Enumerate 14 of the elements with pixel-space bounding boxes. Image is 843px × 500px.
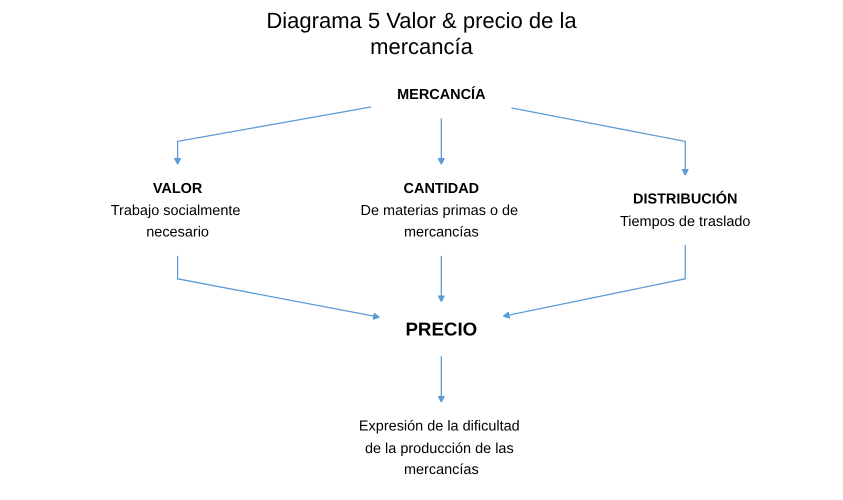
arrow xyxy=(438,356,446,403)
diagram-title: Diagrama 5 Valor & precio de la mercancía xyxy=(265,8,578,60)
arrow xyxy=(174,106,372,166)
node-text: Expresión de la dificultad de la producción de las mercancías xyxy=(358,418,520,478)
node-text: DISTRIBUCIÓN Tiempos de traslado xyxy=(620,190,750,229)
node-text: CANTIDAD De materias primas o de mercancías xyxy=(360,180,518,240)
arrow xyxy=(502,244,686,319)
arrow xyxy=(438,118,446,166)
arrow xyxy=(176,255,380,320)
node-text: MERCANCÍA xyxy=(397,86,486,102)
node-text: VALOR Trabajo socialmente necesario xyxy=(110,180,240,240)
arrow xyxy=(438,255,446,303)
arrow xyxy=(510,107,689,176)
node-text: PRECIO xyxy=(405,318,478,340)
